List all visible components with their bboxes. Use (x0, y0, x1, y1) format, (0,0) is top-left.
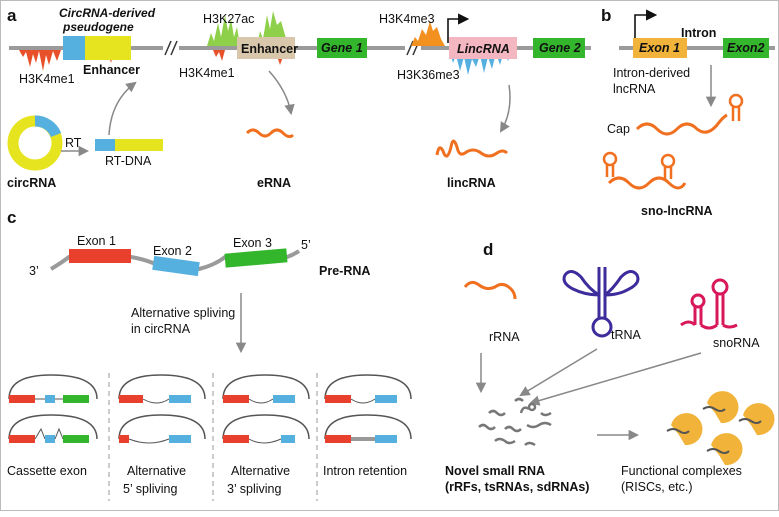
alt-splicing-line1: Alternative spliving (131, 306, 235, 320)
lincrna-box-label: LincRNA (457, 42, 510, 56)
h3k4me1-left-label: H3K4me1 (19, 72, 75, 86)
alt3-splicing-diagram (222, 374, 310, 444)
snorna-label: snoRNA (713, 336, 760, 350)
enhancer-box (237, 37, 295, 59)
intron-derived-line1: Intron-derived (613, 66, 690, 80)
erna-arrow (268, 70, 295, 116)
exon1-label: Exon 1 (77, 234, 116, 248)
sno-lncrna-strand-top (635, 113, 728, 136)
panel-c-letter: c (7, 208, 16, 227)
cap-label: Cap (607, 122, 630, 136)
h3k36me3-label: H3K36me3 (397, 68, 460, 82)
alt5-label-line2: 5’ spliving (123, 482, 177, 496)
alt3-label-line2: 3’ spliving (227, 482, 281, 496)
rt-dna-yellow (115, 139, 163, 151)
sno-lncrna-label: sno-lncRNA (641, 204, 713, 218)
functional-line2: (RISCs, etc.) (621, 480, 693, 494)
circrna-label: circRNA (7, 176, 56, 190)
rrna-squiggle (463, 280, 517, 300)
functional-line1: Functional complexes (621, 464, 742, 478)
snorna-hairpin-structure (680, 278, 738, 330)
exon3-label: Exon 3 (233, 236, 272, 250)
intron-derived-line2: lncRNA (613, 82, 656, 96)
pseudogene-blue-segment (63, 36, 85, 60)
alt5-splicing-diagram (118, 374, 206, 444)
rt-dna-arrow (108, 81, 137, 136)
gene1-box (317, 38, 367, 58)
pre-rna-label: Pre-RNA (319, 264, 370, 278)
erna-squiggle (245, 128, 295, 139)
risc-complexes (666, 391, 775, 466)
five-prime-label: 5’ (301, 238, 311, 252)
panel-b: b Exon 1 Intron Exon2 Intron-derived lnc… (601, 6, 775, 218)
snorna-hairpin (728, 93, 744, 121)
exon3-box (224, 248, 288, 268)
pseudogene-title-line1: CircRNA-derived (59, 6, 156, 20)
exon2-box (723, 38, 769, 58)
h3k4me3-label: H3K4me3 (379, 12, 435, 26)
alt-splicing-line2: in circRNA (131, 322, 191, 336)
novel-small-rna-line2: (rRFs, tsRNAs, sdRNAs) (445, 480, 589, 494)
rt-dna-label: RT-DNA (105, 154, 152, 168)
lincrna-arrow (499, 84, 511, 133)
intron-label: Intron (681, 26, 716, 40)
exon2-box (152, 255, 200, 277)
gene1-label: Gene 1 (321, 41, 363, 55)
rt-label: RT (65, 136, 82, 150)
exon2-label: Exon 2 (153, 244, 192, 258)
cassette-exon-label: Cassette exon (7, 464, 87, 478)
h3k27ac-peaks (207, 15, 240, 46)
gene2-label: Gene 2 (539, 41, 581, 55)
trna-arrow (519, 348, 598, 397)
pseudogene-title-line2: pseudogene (62, 20, 134, 34)
enhancer-box-label: Enhancer (241, 42, 298, 56)
enhancer-small-label: Enhancer (83, 63, 140, 77)
novel-small-rna-line1: Novel small RNA (445, 464, 545, 478)
tss-arrow (634, 9, 658, 39)
sno-lncrna-strand-bottom (607, 176, 687, 190)
exon2-label: Exon2 (727, 41, 765, 55)
rt-dna-blue (95, 139, 115, 151)
intron-retention-diagram (324, 374, 412, 443)
alt5-label-line1: Alternative (127, 464, 186, 478)
three-prime-label: 3’ (29, 264, 39, 278)
lincrna-box (449, 37, 517, 59)
h3k4me1-peaks (19, 50, 61, 71)
pseudogene-yellow-segment (85, 36, 131, 60)
exon1-box (69, 249, 131, 263)
rrna-label: rRNA (489, 330, 520, 344)
trna-cloverleaf (562, 267, 640, 338)
h3k4me3-peaks (411, 21, 445, 46)
break-mark (164, 40, 420, 56)
snorna-hairpin (602, 151, 676, 179)
panel-b-letter: b (601, 6, 611, 25)
tss-arrow (447, 13, 470, 43)
panel-a: a CircRNA-derived pseudogene Enhancer H3… (7, 6, 591, 190)
snorna-arrow (528, 352, 702, 406)
small-rna-fragments (478, 397, 552, 447)
panel-a-letter: a (7, 6, 17, 25)
lincrna-label: lincRNA (447, 176, 496, 190)
lincrna-squiggle (435, 139, 509, 158)
cassette-exon-diagram (8, 374, 98, 443)
panel-d: d rRNA tRNA snoRNA (445, 240, 775, 494)
erna-label: eRNA (257, 176, 291, 190)
exon1-box (633, 38, 687, 58)
exon1-label: Exon 1 (639, 41, 680, 55)
panel-c: c 3’ Exon 1 Exon 2 Exon 3 5’ Pre-RNA Alt… (7, 208, 412, 501)
h3k4me1-peaks (213, 50, 225, 61)
alt3-label-line1: Alternative (231, 464, 290, 478)
intron-retention-label: Intron retention (323, 464, 407, 478)
circrna-ring-blue (34, 115, 62, 138)
gene2-box (533, 38, 585, 58)
panel-d-letter: d (483, 240, 493, 259)
trna-label: tRNA (611, 328, 642, 342)
h3k27ac-label: H3K27ac (203, 12, 254, 26)
h3k4me1-mid-label: H3K4me1 (179, 66, 235, 80)
